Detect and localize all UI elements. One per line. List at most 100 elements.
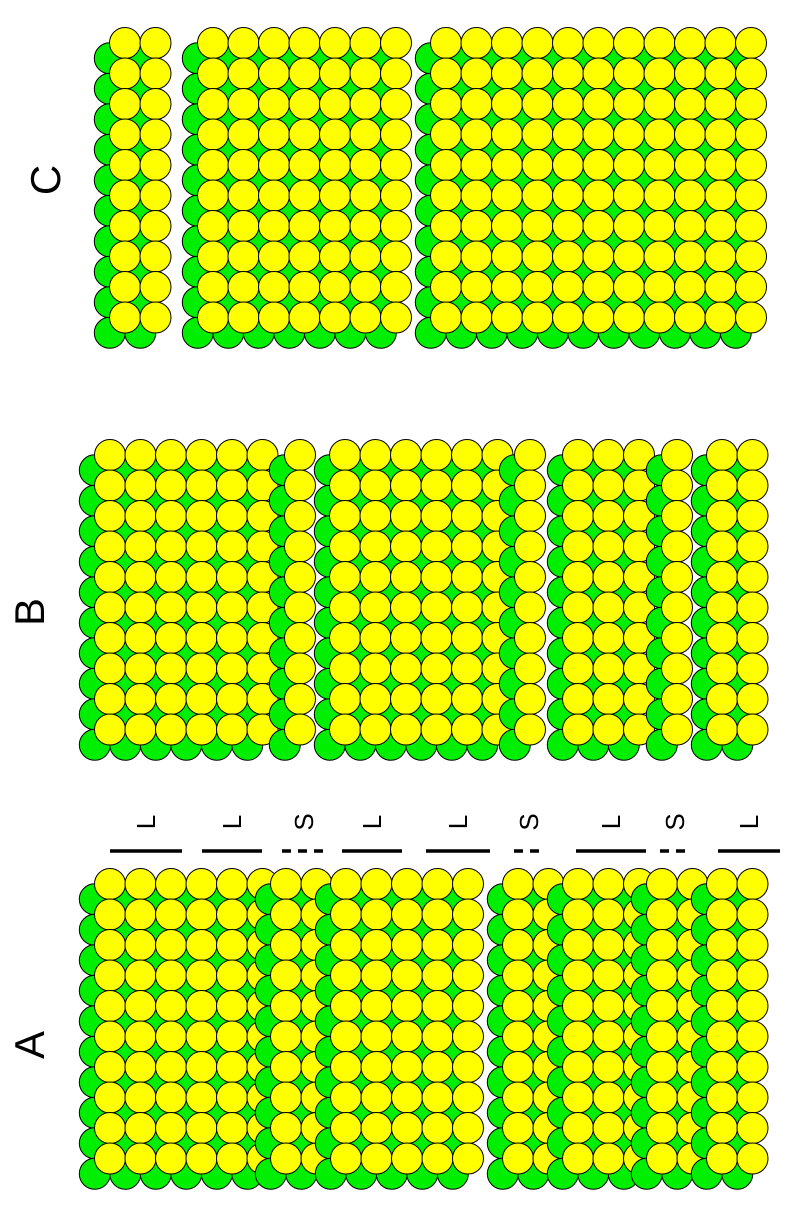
yellow-atom: [271, 1113, 302, 1144]
yellow-atom: [563, 562, 594, 593]
yellow-atom: [422, 899, 453, 930]
yellow-atom: [707, 869, 738, 900]
yellow-atom: [361, 1021, 392, 1052]
yellow-atom: [737, 562, 768, 593]
yellow-atom: [593, 684, 624, 715]
yellow-atom: [736, 180, 767, 211]
yellow-atom: [198, 272, 229, 303]
yellow-atom: [186, 930, 217, 961]
yellow-atom: [593, 869, 624, 900]
yellow-atom: [320, 302, 351, 333]
yellow-atom: [452, 714, 483, 745]
yellow-atom: [503, 899, 534, 930]
panel-b-block-2: [314, 440, 513, 761]
yellow-atom: [125, 623, 156, 654]
segment-marker-label: L: [131, 815, 161, 829]
yellow-atom: [361, 869, 392, 900]
yellow-atom: [95, 470, 126, 501]
yellow-atom: [431, 241, 462, 272]
yellow-atom: [644, 211, 675, 242]
yellow-atom: [563, 684, 594, 715]
yellow-atom: [271, 899, 302, 930]
yellow-atom: [593, 1143, 624, 1174]
segment-marker-label: L: [596, 815, 626, 829]
yellow-atom: [647, 1021, 678, 1052]
yellow-atom: [675, 180, 706, 211]
yellow-atom: [614, 58, 645, 89]
yellow-atom: [381, 302, 412, 333]
yellow-atom: [503, 1143, 534, 1174]
yellow-atom: [361, 1113, 392, 1144]
yellow-atom: [156, 1082, 187, 1113]
yellow-atom: [737, 470, 768, 501]
yellow-atom: [492, 150, 523, 181]
segment-marker-label: L: [217, 815, 247, 829]
yellow-atom: [421, 623, 452, 654]
yellow-atom: [285, 562, 316, 593]
yellow-atom: [431, 58, 462, 89]
yellow-atom: [331, 991, 362, 1022]
yellow-atom: [95, 960, 126, 991]
yellow-atom: [522, 119, 553, 150]
yellow-atom: [381, 150, 412, 181]
yellow-atom: [320, 272, 351, 303]
yellow-atom: [140, 119, 171, 150]
yellow-atom: [350, 89, 381, 120]
yellow-atom: [110, 180, 141, 211]
yellow-atom: [331, 869, 362, 900]
yellow-atom: [461, 89, 492, 120]
yellow-atom: [391, 562, 422, 593]
yellow-atom: [156, 592, 187, 623]
yellow-atom: [217, 684, 248, 715]
yellow-atom: [125, 960, 156, 991]
yellow-atom: [217, 562, 248, 593]
yellow-atom: [431, 119, 462, 150]
yellow-atom: [110, 211, 141, 242]
yellow-atom: [392, 899, 423, 930]
yellow-atom: [515, 592, 546, 623]
yellow-atom: [392, 991, 423, 1022]
yellow-atom: [737, 1113, 768, 1144]
yellow-atom: [186, 1021, 217, 1052]
yellow-atom: [705, 58, 736, 89]
yellow-atom: [707, 684, 738, 715]
yellow-atom: [563, 869, 594, 900]
yellow-atom: [515, 653, 546, 684]
yellow-atom: [330, 623, 361, 654]
yellow-atom: [125, 899, 156, 930]
yellow-atom: [452, 501, 483, 532]
yellow-atom: [563, 592, 594, 623]
yellow-atom: [583, 58, 614, 89]
yellow-atom: [593, 531, 624, 562]
yellow-atom: [125, 562, 156, 593]
yellow-atom: [737, 1082, 768, 1113]
yellow-atom: [95, 501, 126, 532]
yellow-atom: [707, 592, 738, 623]
yellow-atom: [736, 119, 767, 150]
yellow-atom: [350, 150, 381, 181]
yellow-atom: [320, 180, 351, 211]
yellow-atom: [320, 119, 351, 150]
yellow-atom: [647, 1052, 678, 1083]
yellow-atom: [186, 991, 217, 1022]
yellow-atom: [705, 180, 736, 211]
yellow-atom: [647, 930, 678, 961]
yellow-atom: [522, 241, 553, 272]
yellow-atom: [198, 180, 229, 211]
yellow-atom: [461, 272, 492, 303]
yellow-atom: [289, 119, 320, 150]
yellow-atom: [662, 653, 693, 684]
yellow-atom: [563, 623, 594, 654]
panel-c-group-3: [415, 28, 766, 349]
yellow-atom: [360, 470, 391, 501]
yellow-atom: [492, 28, 523, 59]
yellow-atom: [320, 241, 351, 272]
yellow-atom: [593, 1082, 624, 1113]
yellow-atom: [186, 653, 217, 684]
yellow-atom: [563, 440, 594, 471]
yellow-atom: [707, 531, 738, 562]
yellow-atom: [381, 28, 412, 59]
yellow-atom: [461, 28, 492, 59]
yellow-atom: [453, 930, 484, 961]
yellow-atom: [662, 714, 693, 745]
